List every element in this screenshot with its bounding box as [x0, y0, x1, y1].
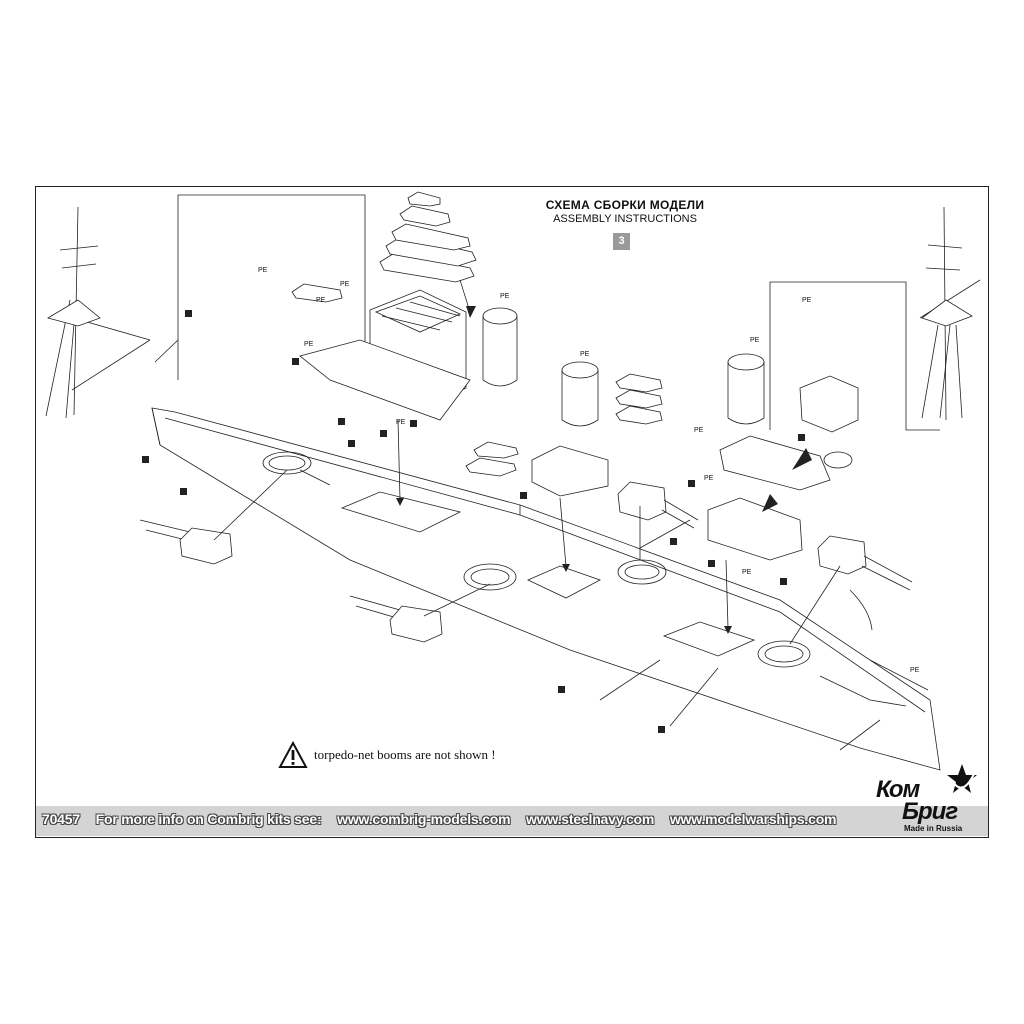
logo-line-1: Ком	[876, 776, 920, 803]
svg-text:PE: PE	[694, 427, 704, 434]
step-number-badge: 3	[613, 233, 630, 250]
barbettes	[262, 451, 811, 668]
pe-labels: PE PE PE PE PE PE PE PE PE PE PE PE PE	[258, 267, 920, 674]
turret-c	[617, 481, 699, 529]
footer-band: 70457 For more info on Combrig kits see:…	[36, 806, 988, 836]
bridge-inset-frame	[177, 194, 366, 380]
warning-triangle-icon	[278, 741, 308, 768]
forward-superstructure	[299, 289, 471, 421]
note-text: torpedo-net booms are not shown !	[314, 747, 496, 762]
turret-a	[139, 519, 233, 565]
footer-info-label: For more info on Combrig kits see:	[95, 811, 322, 827]
footer-link[interactable]: www.combrig-models.com	[337, 811, 511, 827]
logo-star-icon	[947, 764, 977, 793]
svg-text:PE: PE	[910, 667, 920, 674]
mid-boats	[465, 373, 663, 477]
footer-link[interactable]: www.steelnavy.com	[526, 811, 655, 827]
aft-bridge-inset-frame	[769, 281, 940, 431]
funnel-mid	[531, 361, 609, 497]
svg-text:PE: PE	[500, 293, 510, 300]
kit-number: 70457	[42, 811, 80, 827]
aft-superstructure	[707, 375, 859, 561]
left-mast	[45, 206, 151, 419]
svg-text:PE: PE	[580, 351, 590, 358]
footer-link[interactable]: www.modelwarships.com	[669, 811, 837, 827]
pe-callouts	[142, 310, 805, 733]
funnel-fore	[482, 307, 518, 387]
assembly-arrows	[213, 279, 881, 751]
title-russian: СХЕМА СБОРКИ МОДЕЛИ	[545, 198, 705, 212]
made-in-russia-label: Made in Russia	[904, 824, 963, 833]
combrig-logo: Ком Бриг Made in Russia	[874, 762, 994, 836]
footer-text: 70457 For more info on Combrig kits see:…	[42, 811, 848, 827]
hull	[151, 407, 941, 771]
boats-stack	[291, 191, 477, 303]
svg-text:PE: PE	[742, 569, 752, 576]
svg-text:PE: PE	[340, 281, 350, 288]
svg-text:PE: PE	[750, 337, 760, 344]
logo-line-2: Бриг	[902, 798, 958, 825]
svg-text:PE: PE	[304, 341, 314, 348]
svg-text:PE: PE	[396, 419, 406, 426]
funnel-aft	[719, 353, 831, 491]
right-mast	[919, 206, 981, 421]
title-block: СХЕМА СБОРКИ МОДЕЛИ ASSEMBLY INSTRUCTION…	[520, 198, 730, 225]
svg-text:PE: PE	[316, 297, 326, 304]
svg-text:PE: PE	[802, 297, 812, 304]
turret-b	[349, 595, 443, 643]
svg-text:PE: PE	[258, 267, 268, 274]
svg-text:PE: PE	[704, 475, 714, 482]
assembly-note: torpedo-net booms are not shown !	[278, 740, 496, 770]
title-english: ASSEMBLY INSTRUCTIONS	[553, 213, 697, 225]
turret-d	[817, 535, 913, 591]
